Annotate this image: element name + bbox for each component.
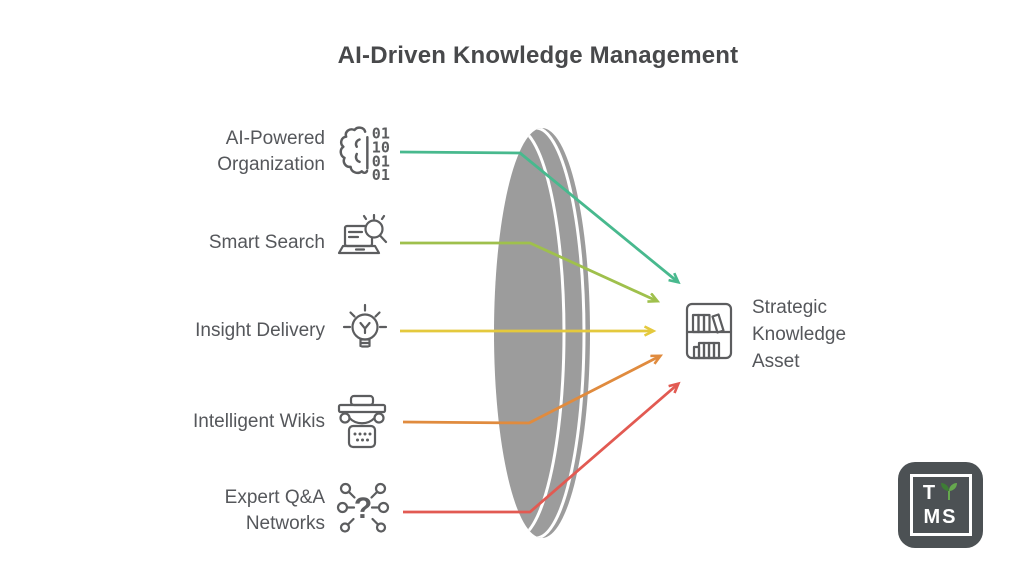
- svg-text:01: 01: [372, 152, 390, 170]
- label-smart-search: Smart Search: [208, 232, 325, 253]
- lens-highlight-arc: [494, 128, 566, 538]
- qa-network-icon: ?: [335, 479, 391, 537]
- svg-text:01: 01: [372, 124, 390, 142]
- logo-letters-ms: MS: [923, 506, 958, 528]
- label-intelligent-wikis: Intelligent Wikis: [193, 411, 325, 432]
- label-insight-delivery: Insight Delivery: [195, 320, 325, 341]
- svg-text:10: 10: [372, 138, 390, 156]
- tms-logo: T MS: [898, 462, 983, 548]
- lightbulb-icon: [338, 302, 392, 360]
- label-expert-qa-networks: Expert Q&A Networks: [224, 487, 325, 534]
- page-title: AI-Driven Knowledge Management: [337, 42, 739, 69]
- logo-letter-t: T: [922, 482, 938, 504]
- svg-text:01: 01: [372, 166, 390, 184]
- label-strategic-knowledge-asset: Strategic Knowledge Asset: [752, 297, 847, 372]
- flow-line-intelligent-wikis: [402, 356, 660, 425]
- tms-logo-frame: T MS: [909, 474, 972, 536]
- smart-search-icon: [337, 214, 391, 264]
- flow-line-smart-search: [400, 241, 657, 301]
- flow-line-ai-powered-organization: [399, 150, 678, 282]
- sprout-icon: [940, 481, 958, 506]
- flow-line-expert-qa-networks: [403, 384, 678, 514]
- bookshelf-icon: [684, 301, 734, 361]
- brain-binary-icon: 01 10 01 01: [335, 122, 393, 186]
- label-ai-powered-organization: AI-Powered Organization: [217, 128, 325, 175]
- lens-shape: [494, 128, 590, 538]
- typewriter-icon: [336, 394, 388, 450]
- lens-highlight-arc: [494, 128, 586, 538]
- svg-text:?: ?: [354, 492, 372, 525]
